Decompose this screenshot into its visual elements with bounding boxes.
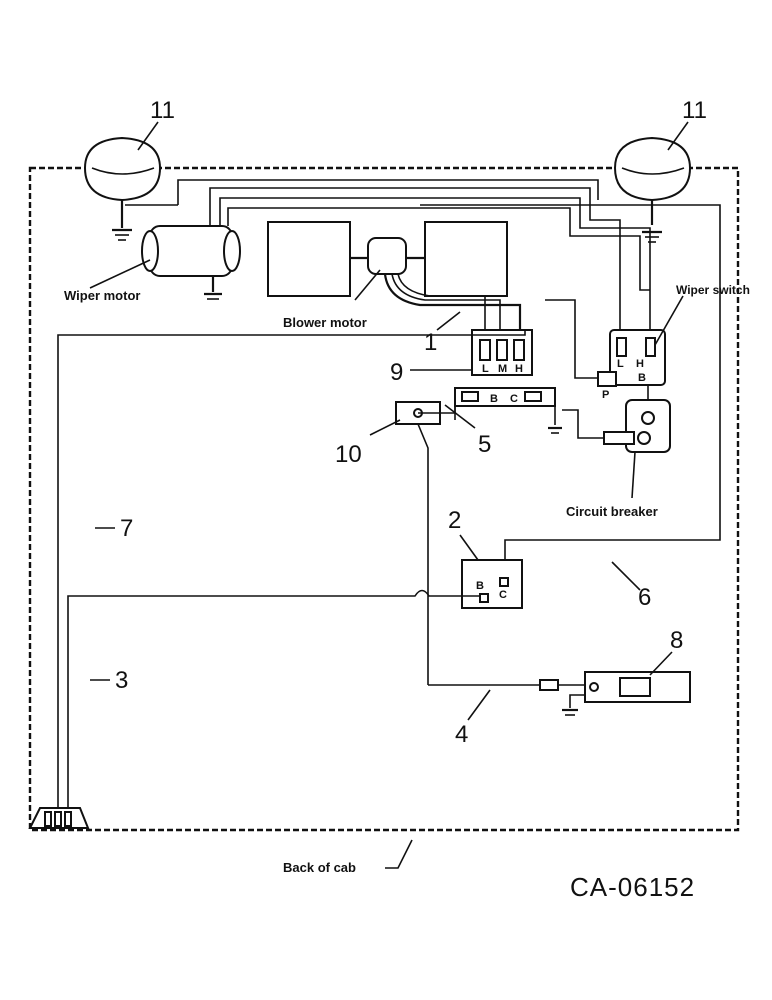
terminal-m: M bbox=[498, 363, 507, 375]
callout-2: 2 bbox=[448, 507, 461, 534]
label-wiper-switch: Wiper switch bbox=[676, 283, 750, 297]
relay-terminal-b: B bbox=[476, 580, 484, 592]
callout-9: 9 bbox=[390, 359, 403, 386]
wiper-terminal-l: L bbox=[617, 358, 624, 370]
terminal-l: L bbox=[482, 363, 489, 375]
connector-10 bbox=[395, 401, 456, 685]
lamp-feed-wire bbox=[177, 179, 599, 205]
leader-lines bbox=[89, 121, 689, 869]
wire-p bbox=[545, 299, 598, 379]
wiper-wire-b bbox=[219, 197, 651, 330]
wiper-switch: L H B P bbox=[597, 329, 666, 401]
label-wiper-motor: Wiper motor bbox=[64, 288, 140, 303]
relay-terminal-c: C bbox=[499, 589, 507, 601]
callout-1: 1 bbox=[424, 329, 437, 356]
label-circuit-breaker: Circuit breaker bbox=[566, 504, 658, 519]
label-back-of-cab: Back of cab bbox=[283, 860, 356, 875]
work-lamp-left bbox=[83, 136, 178, 241]
callout-11-left: 11 bbox=[150, 97, 175, 124]
callout-7: 7 bbox=[120, 515, 133, 542]
wiper-terminal-p: P bbox=[602, 389, 609, 401]
wiper-motor bbox=[141, 225, 241, 300]
terminal-c: C bbox=[510, 393, 518, 405]
work-lamp-right bbox=[613, 136, 692, 243]
callout-3: 3 bbox=[115, 667, 128, 694]
wire-7 bbox=[57, 330, 526, 812]
wiper-terminal-h: H bbox=[636, 358, 644, 370]
blower-switch: L M H B C bbox=[454, 329, 562, 434]
terminal-b: B bbox=[490, 393, 498, 405]
accessory-8 bbox=[428, 671, 691, 716]
callout-11-right: 11 bbox=[682, 97, 707, 124]
circuit-breaker bbox=[562, 385, 671, 453]
wire-3 bbox=[67, 589, 480, 812]
cab-outline bbox=[28, 166, 740, 832]
wiper-terminal-b: B bbox=[638, 372, 646, 384]
callout-6: 6 bbox=[638, 584, 651, 611]
wire-6 bbox=[420, 204, 721, 575]
callout-10: 10 bbox=[335, 441, 362, 468]
cab-connector bbox=[28, 807, 90, 829]
terminal-h: H bbox=[515, 363, 523, 375]
relay-2: B C bbox=[461, 559, 523, 609]
blower-motor bbox=[267, 221, 522, 330]
callout-8: 8 bbox=[670, 627, 683, 654]
callout-4: 4 bbox=[455, 721, 468, 748]
wiper-wire-a bbox=[209, 187, 621, 330]
wiper-wire-c bbox=[227, 207, 650, 291]
drawing-code: CA-06152 bbox=[570, 872, 695, 902]
callout-5: 5 bbox=[478, 431, 491, 458]
label-blower-motor: Blower motor bbox=[283, 315, 367, 330]
